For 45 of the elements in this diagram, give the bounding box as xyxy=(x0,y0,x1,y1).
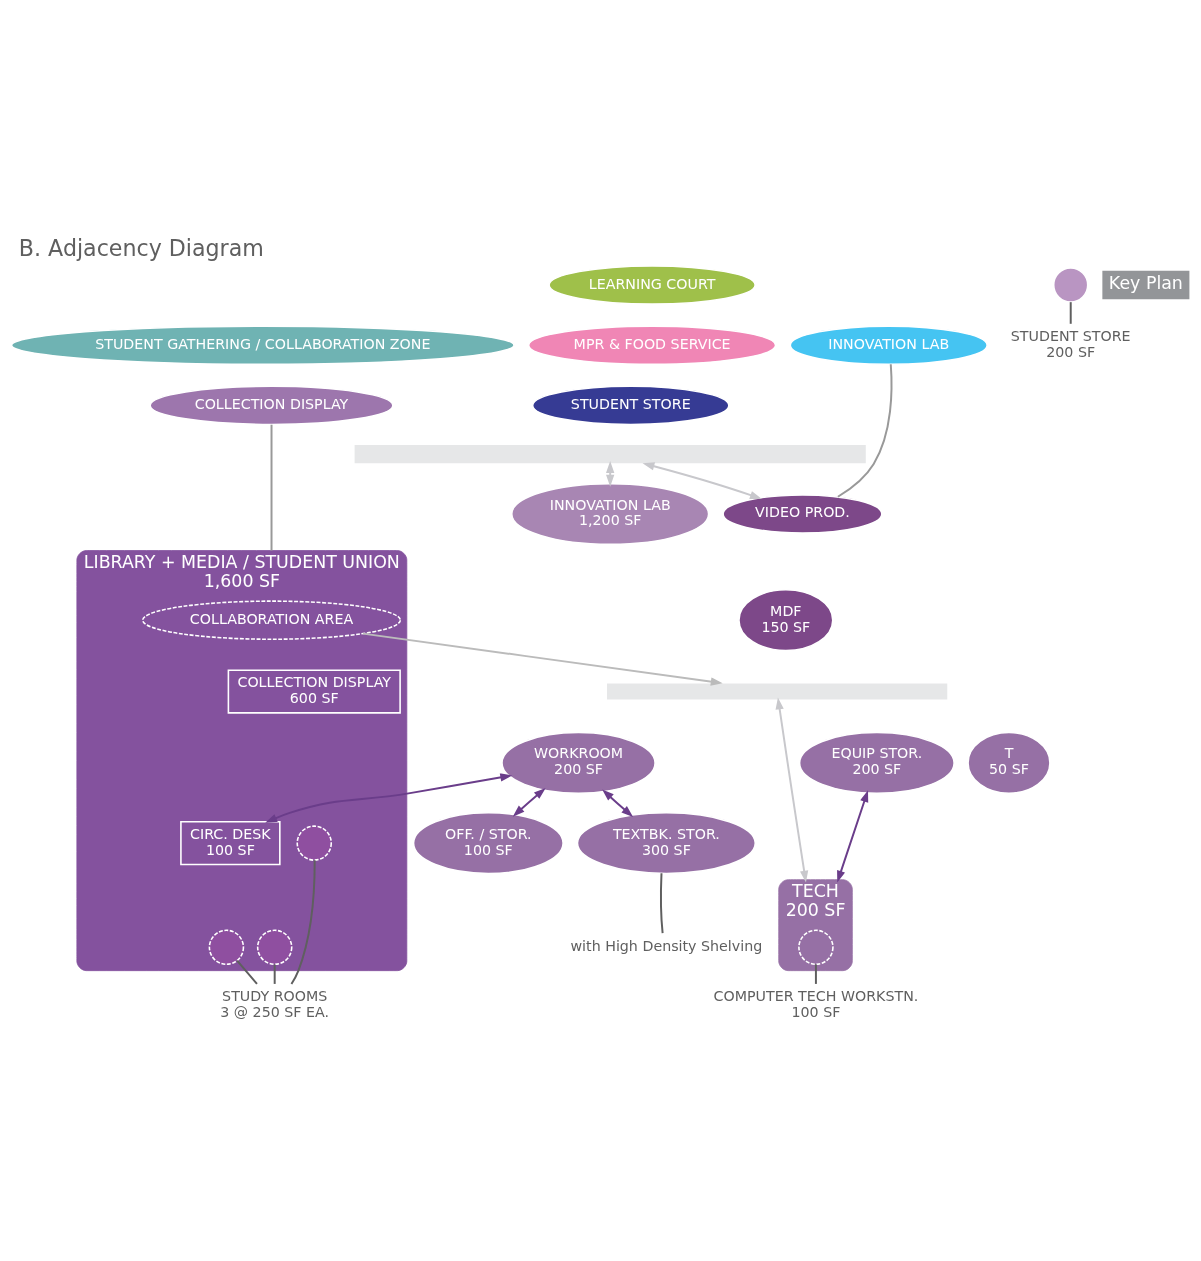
node-bar xyxy=(353,442,868,465)
node-ellipse: MPR & FOOD SERVICE xyxy=(527,324,777,365)
connector xyxy=(1069,300,1072,325)
node-text: with High Density Shelving xyxy=(570,937,763,954)
arrow xyxy=(837,789,869,882)
node-ellipse: T 50 SF xyxy=(967,731,1051,794)
node-ellipse: INNOVATION LAB xyxy=(789,324,988,365)
arrow xyxy=(265,772,513,823)
node-text: STUDENT STORE 200 SF xyxy=(1010,327,1131,360)
diagram-title: B. Adjacency Diagram xyxy=(18,234,264,261)
node-ellipse: OFF. / STOR. 100 SF xyxy=(412,811,564,874)
label: Key Plan xyxy=(1108,272,1183,293)
connector xyxy=(836,362,893,498)
node-circle xyxy=(798,929,834,965)
node-ellipse: STUDENT GATHERING / COLLABORATION ZONE xyxy=(10,324,515,365)
arrow xyxy=(362,632,723,686)
node-ellipse: COLLABORATION AREA xyxy=(141,599,402,640)
node-ellipse: LEARNING COURT xyxy=(548,264,756,305)
connector xyxy=(814,963,817,985)
connector xyxy=(236,959,258,985)
node-box: CIRC. DESK 100 SF xyxy=(180,820,281,865)
arrow xyxy=(512,787,546,817)
node-ellipse: EQUIP STOR. 200 SF xyxy=(798,731,955,794)
arrow xyxy=(775,696,809,883)
arrow xyxy=(642,461,762,499)
node-ellipse: INNOVATION LAB 1,200 SF xyxy=(510,482,710,545)
connector xyxy=(290,858,316,985)
node-text: COMPUTER TECH WORKSTN. 100 SF xyxy=(713,987,919,1020)
node-ellipse: STUDENT STORE xyxy=(531,385,730,425)
node-circle xyxy=(208,929,245,965)
connector xyxy=(273,963,276,985)
node-ellipse: TEXTBK. STOR. 300 SF xyxy=(576,811,757,874)
node-circle xyxy=(1052,266,1089,303)
node-ellipse: MDF 150 SF xyxy=(738,588,834,651)
connector xyxy=(660,871,664,934)
node-ellipse: COLLECTION DISPLAY xyxy=(149,385,394,425)
node-ellipse: VIDEO PROD. xyxy=(722,493,883,534)
node-box: COLLECTION DISPLAY 600 SF xyxy=(227,668,401,714)
cluster: TECH 200 SF xyxy=(778,878,853,971)
node-text: STUDY ROOMS 3 @ 250 SF EA. xyxy=(220,987,330,1020)
node-bar xyxy=(605,681,949,701)
node-circle xyxy=(256,929,293,965)
connector xyxy=(270,423,273,551)
arrow xyxy=(602,788,634,817)
node-circle xyxy=(296,824,333,861)
